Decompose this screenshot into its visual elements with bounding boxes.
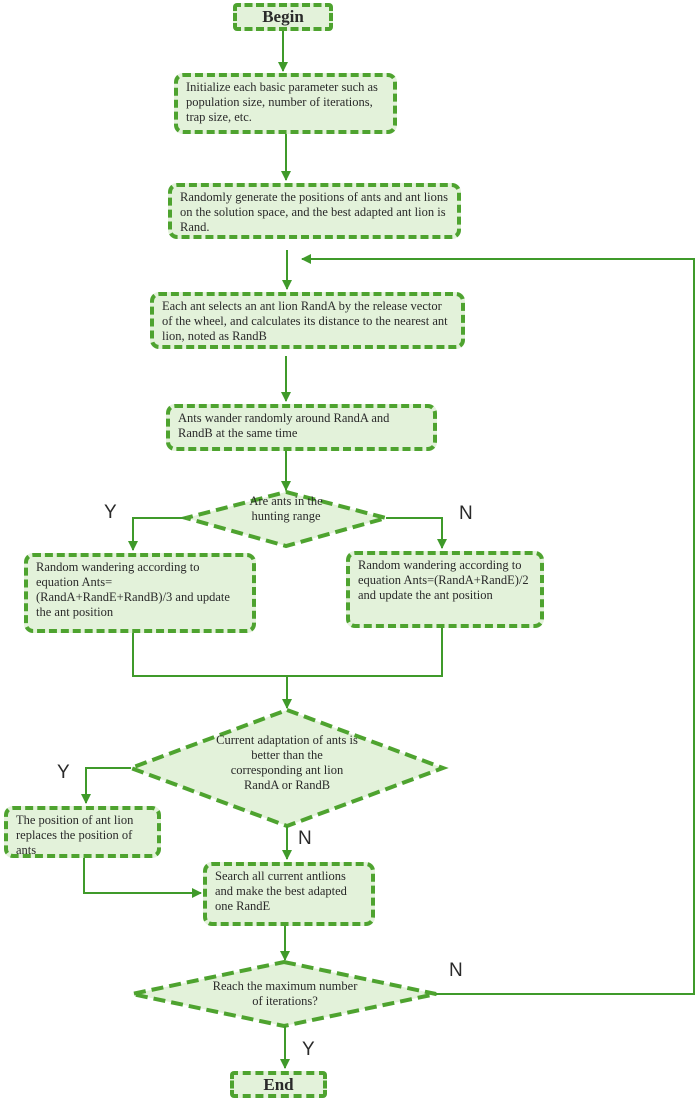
right-update-node: Random wandering according to equation A… [346,551,544,628]
line-left-merge [132,627,443,677]
arrow-adapt-yes [81,767,131,804]
hunting-no-label: N [459,503,473,524]
hunting-text: Are ants in the hunting range [249,494,323,523]
select-node: Each ant selects an ant lion RandA by th… [150,292,465,349]
end-node: End [230,1071,327,1098]
max-iter-text: Reach the maximum number of iterations? [212,979,358,1008]
wander-node: Ants wander randomly around RandA and Ra… [166,404,437,451]
adapt-yes-label: Y [57,762,70,783]
replace-node: The position of ant lion replaces the po… [4,806,161,858]
arrow-hunting-no [386,517,447,549]
hunting-yes-label: Y [104,502,117,523]
begin-node: Begin [233,3,333,31]
adapt-no-label: N [298,828,312,849]
search-node: Search all current antlions and make the… [203,862,375,926]
generate-node: Randomly generate the positions of ants … [168,183,461,239]
max-yes-label: Y [302,1039,315,1060]
arrow-replace-search [83,857,202,898]
left-update-node: Random wandering according to equation A… [24,553,256,633]
adaptation-text: Current adaptation of ants is better tha… [216,733,358,792]
max-no-label: N [449,960,463,981]
hunting-diamond [178,489,394,549]
arrow-maxiter-no-loop [301,254,695,995]
arrow-hunting-yes [128,517,186,551]
init-node: Initialize each basic parameter such as … [174,73,397,134]
